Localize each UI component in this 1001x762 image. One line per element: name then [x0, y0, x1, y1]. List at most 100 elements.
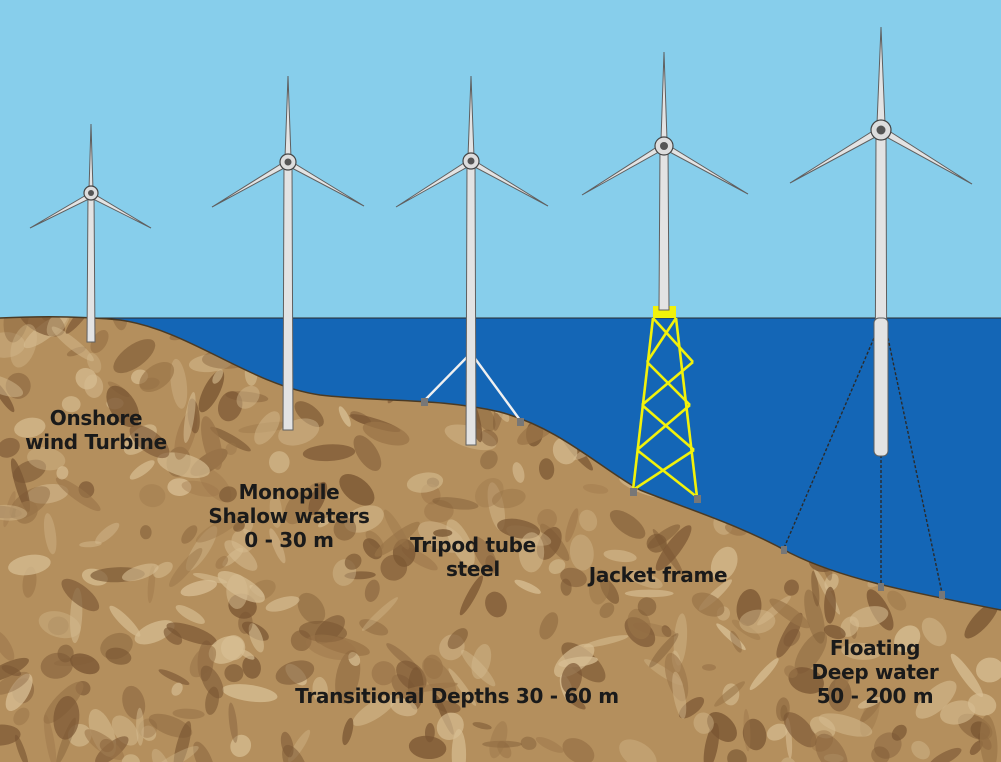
- seabed-mottle: [418, 521, 465, 553]
- seabed-mottle: [538, 458, 555, 480]
- seabed-mottle: [599, 602, 615, 619]
- seabed-mottle: [243, 519, 254, 535]
- seabed-mottle: [730, 630, 742, 653]
- seabed-mottle: [673, 613, 688, 666]
- seabed-mottle: [766, 723, 788, 741]
- seabed-mottle: [84, 729, 125, 760]
- seabed-mottle: [609, 510, 646, 539]
- seabed-mottle: [432, 497, 479, 510]
- seabed-mottle: [364, 579, 380, 602]
- seabed-mottle: [589, 569, 610, 605]
- seabed-mottle: [122, 563, 159, 582]
- seabed-mottle: [940, 700, 976, 725]
- seabed-mottle: [171, 682, 183, 696]
- seabed-mottle: [487, 482, 506, 531]
- seabed-mottle: [841, 642, 882, 660]
- seabed-mottle: [818, 713, 873, 737]
- tripod-anchors: [421, 398, 524, 426]
- seabed-mottle: [348, 652, 361, 666]
- seabed-mottle: [141, 725, 157, 741]
- seabed-mottle: [727, 749, 747, 762]
- seabed-mottle: [784, 579, 799, 596]
- seabed-mottle: [448, 668, 477, 706]
- seabed-mottle: [134, 620, 175, 645]
- seabed-mottle: [333, 517, 357, 541]
- seabed-mottle: [780, 704, 788, 721]
- seabed-mottle: [451, 729, 467, 762]
- seabed-mottle: [535, 736, 564, 753]
- seabed-mottle: [672, 671, 687, 719]
- seabed-mottle: [10, 324, 37, 368]
- seabed-mottle: [390, 698, 418, 717]
- seabed-mottle: [121, 754, 140, 762]
- seabed-mottle: [472, 536, 498, 574]
- label-transitional: Transitional Depths 30 - 60 m: [295, 684, 619, 708]
- seabed-mottle: [969, 740, 983, 756]
- seabed-mottle: [539, 612, 559, 640]
- seabed-mottle: [13, 707, 30, 726]
- seabed-mottle: [181, 525, 198, 544]
- seabed-mottle: [210, 426, 251, 452]
- seabed-mottle: [811, 570, 820, 607]
- seabed-mottle: [254, 411, 280, 445]
- seabed-mottle: [136, 707, 144, 746]
- seabed-mottle: [810, 730, 834, 752]
- seabed-mottle: [979, 715, 998, 762]
- seabed-mottle: [480, 429, 499, 447]
- seabed-mottle: [743, 708, 751, 752]
- seabed-mottle: [702, 664, 716, 671]
- seabed-mottle: [482, 740, 522, 748]
- seabed-mottle: [624, 589, 674, 598]
- seabed-mottle: [189, 645, 217, 678]
- seabed-mottle: [10, 458, 31, 512]
- seabed-mottle: [783, 712, 817, 748]
- seabed-mottle: [647, 524, 681, 549]
- seabed-mottle: [794, 631, 827, 674]
- seabed-outline: [0, 315, 1001, 611]
- seabed-mottle: [282, 744, 309, 762]
- seabed-mottle: [627, 570, 663, 589]
- seabed-mottle: [408, 735, 447, 760]
- seabed-mottle: [212, 369, 224, 384]
- seabed-mottle: [233, 521, 245, 532]
- turbine-tower: [86, 192, 96, 343]
- seabed-mottle: [739, 609, 776, 634]
- seabed-mottle: [749, 658, 779, 691]
- seabed-mottle: [158, 669, 190, 685]
- seabed-mottle: [308, 481, 328, 516]
- seabed-mottle: [564, 693, 586, 710]
- seabed-mottle: [51, 326, 94, 362]
- seabed-mottle: [475, 478, 504, 508]
- seabed-mottle: [175, 605, 205, 624]
- seabed-mottle: [339, 474, 375, 506]
- seabed-mottle: [554, 643, 595, 678]
- seabed-mottle: [17, 316, 65, 337]
- seabed-mottle: [53, 695, 80, 740]
- seabed-mottle: [269, 493, 283, 528]
- seabed-mottle: [157, 452, 210, 479]
- seabed-mottle: [0, 657, 29, 683]
- seabed-mottle: [693, 712, 714, 734]
- seabed-mottle: [619, 739, 657, 762]
- seabed-mottle: [784, 665, 798, 678]
- seabed-mottle: [485, 591, 507, 618]
- seabed-mottle: [823, 624, 846, 640]
- seabed-mottle: [55, 477, 101, 512]
- seabed-mottle: [217, 571, 265, 603]
- seabed-mottle: [485, 555, 497, 573]
- seabed-mottle: [167, 478, 192, 497]
- seabed-mottle: [691, 592, 725, 617]
- seabed-mottle: [374, 521, 420, 557]
- seabed-mottle: [113, 339, 156, 374]
- seabed-mottle: [46, 316, 71, 337]
- seabed-mottle: [79, 541, 102, 548]
- seabed-mottle: [520, 736, 537, 750]
- seabed-mottle: [3, 491, 16, 528]
- seabed-mottle: [40, 652, 73, 679]
- seabed-mottle: [480, 450, 498, 470]
- seabed-mottle: [361, 597, 399, 631]
- seabed-mottle: [0, 374, 24, 398]
- seabed-mottle: [362, 421, 410, 446]
- seabed-mottle: [302, 444, 356, 462]
